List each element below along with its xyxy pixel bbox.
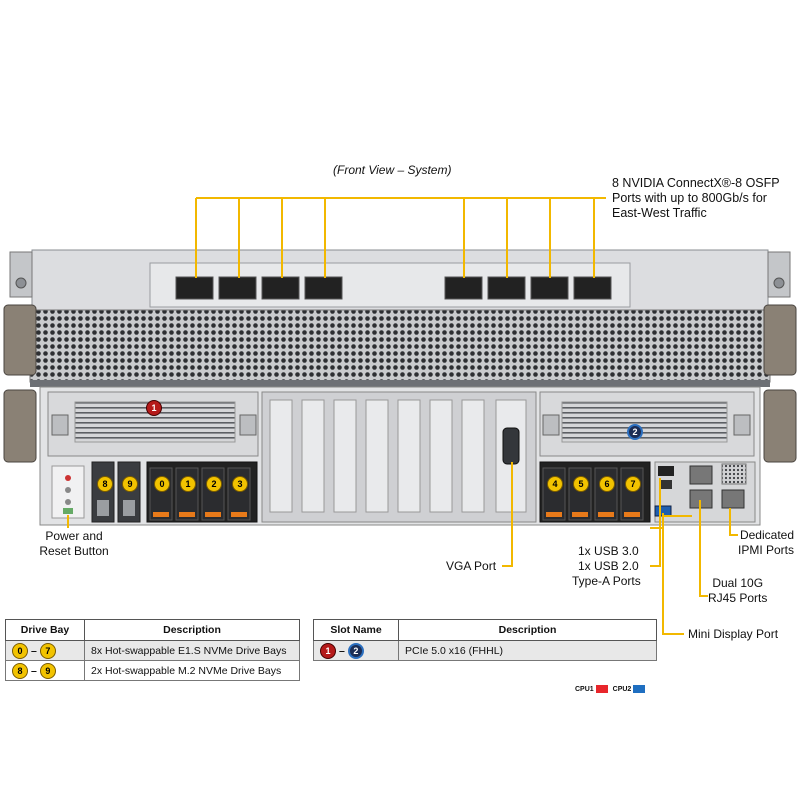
slot-table: Slot Name Description 1–2 PCIe 5.0 x16 (… xyxy=(313,619,657,661)
view-title: (Front View – System) xyxy=(333,163,452,177)
usb-label: 1x USB 3.0 1x USB 2.0 Type-A Ports xyxy=(572,544,641,589)
slot-name-header: Slot Name xyxy=(313,619,399,641)
table-row: 0–7 8x Hot-swappable E1.S NVMe Drive Bay… xyxy=(5,640,300,661)
badge-slot-1: 1 xyxy=(146,400,162,416)
e1s-left-bays xyxy=(146,461,258,523)
lan-line-1: Dual 10G xyxy=(712,576,764,590)
badge-bay-6: 6 xyxy=(599,476,615,492)
osfp-line-2: Ports with up to 800Gb/s for xyxy=(612,191,767,205)
cpu1-swatch xyxy=(595,685,608,693)
drive-bay-header: Drive Bay xyxy=(5,619,85,641)
usb-line-1: 1x USB 3.0 xyxy=(578,544,639,558)
power-line-1: Power and xyxy=(45,529,103,543)
osfp-line-1: 8 NVIDIA ConnectX®-8 OSFP xyxy=(612,176,780,190)
vga-label: VGA Port xyxy=(446,559,497,573)
ipmi-label: Dedicated IPMI Ports xyxy=(738,528,794,558)
cpu-legend: CPU1 CPU2 xyxy=(575,685,648,693)
cpu2-swatch xyxy=(633,685,646,693)
usb-line-3: Type-A Ports xyxy=(572,574,641,588)
cpu1-label: CPU1 xyxy=(575,685,594,693)
badge-bay-7: 7 xyxy=(625,476,641,492)
drive-bay-table: Drive Bay Description 0–7 8x Hot-swappab… xyxy=(5,619,300,681)
badge-bay-2: 2 xyxy=(206,476,222,492)
slot-desc-header: Description xyxy=(398,619,657,641)
ipmi-line-1: Dedicated xyxy=(739,528,795,542)
drive-desc-header: Description xyxy=(84,619,300,641)
vga-port xyxy=(502,427,520,465)
badge-from: 0 xyxy=(12,642,28,659)
badge-to: 7 xyxy=(39,642,56,659)
badge-bay-0: 0 xyxy=(154,476,170,492)
central-slot-blanks xyxy=(261,391,537,523)
minidp-label: Mini Display Port xyxy=(688,627,779,641)
badge-bay-4: 4 xyxy=(547,476,563,492)
cpu2-label: CPU2 xyxy=(612,685,632,693)
range-dash: – xyxy=(31,664,37,677)
range-dash: – xyxy=(339,644,345,657)
table-row: 1–2 PCIe 5.0 x16 (FHHL) xyxy=(313,640,657,661)
badge-bay-8: 8 xyxy=(97,476,113,492)
osfp-port-group xyxy=(175,276,612,300)
io-cluster xyxy=(654,461,756,523)
callout-lines xyxy=(67,197,738,635)
badge-bay-1: 1 xyxy=(180,476,196,492)
row-description: 8x Hot-swappable E1.S NVMe Drive Bays xyxy=(84,640,300,661)
pcie-slot-2 xyxy=(539,391,755,457)
badge-bay-9: 9 xyxy=(122,476,138,492)
badge-bay-5: 5 xyxy=(573,476,589,492)
ipmi-line-2: IPMI Ports xyxy=(738,543,795,557)
badge-bay-3: 3 xyxy=(232,476,248,492)
badge-to: 9 xyxy=(39,662,56,679)
badge-to: 2 xyxy=(347,642,364,659)
badge-from: 1 xyxy=(320,642,336,659)
front-mesh-panel xyxy=(29,309,771,383)
power-reset-label: Power and Reset Button xyxy=(38,529,110,559)
osfp-line-3: East-West Traffic xyxy=(612,206,707,220)
usb-line-2: 1x USB 2.0 xyxy=(578,559,639,573)
row-description: 2x Hot-swappable M.2 NVMe Drive Bays xyxy=(84,660,300,681)
range-dash: – xyxy=(31,644,37,657)
power-line-2: Reset Button xyxy=(39,544,109,558)
row-description: PCIe 5.0 x16 (FHHL) xyxy=(398,640,657,661)
badge-from: 8 xyxy=(12,662,28,679)
lan-line-2: RJ45 Ports xyxy=(708,591,768,605)
power-reset-panel xyxy=(51,465,85,519)
badge-slot-2: 2 xyxy=(627,424,643,440)
table-row: 8–9 2x Hot-swappable M.2 NVMe Drive Bays xyxy=(5,660,300,681)
lan-label: Dual 10G RJ45 Ports xyxy=(708,576,767,606)
osfp-callout-label: 8 NVIDIA ConnectX®-8 OSFP Ports with up … xyxy=(612,176,780,221)
e1s-right-bays xyxy=(539,461,651,523)
